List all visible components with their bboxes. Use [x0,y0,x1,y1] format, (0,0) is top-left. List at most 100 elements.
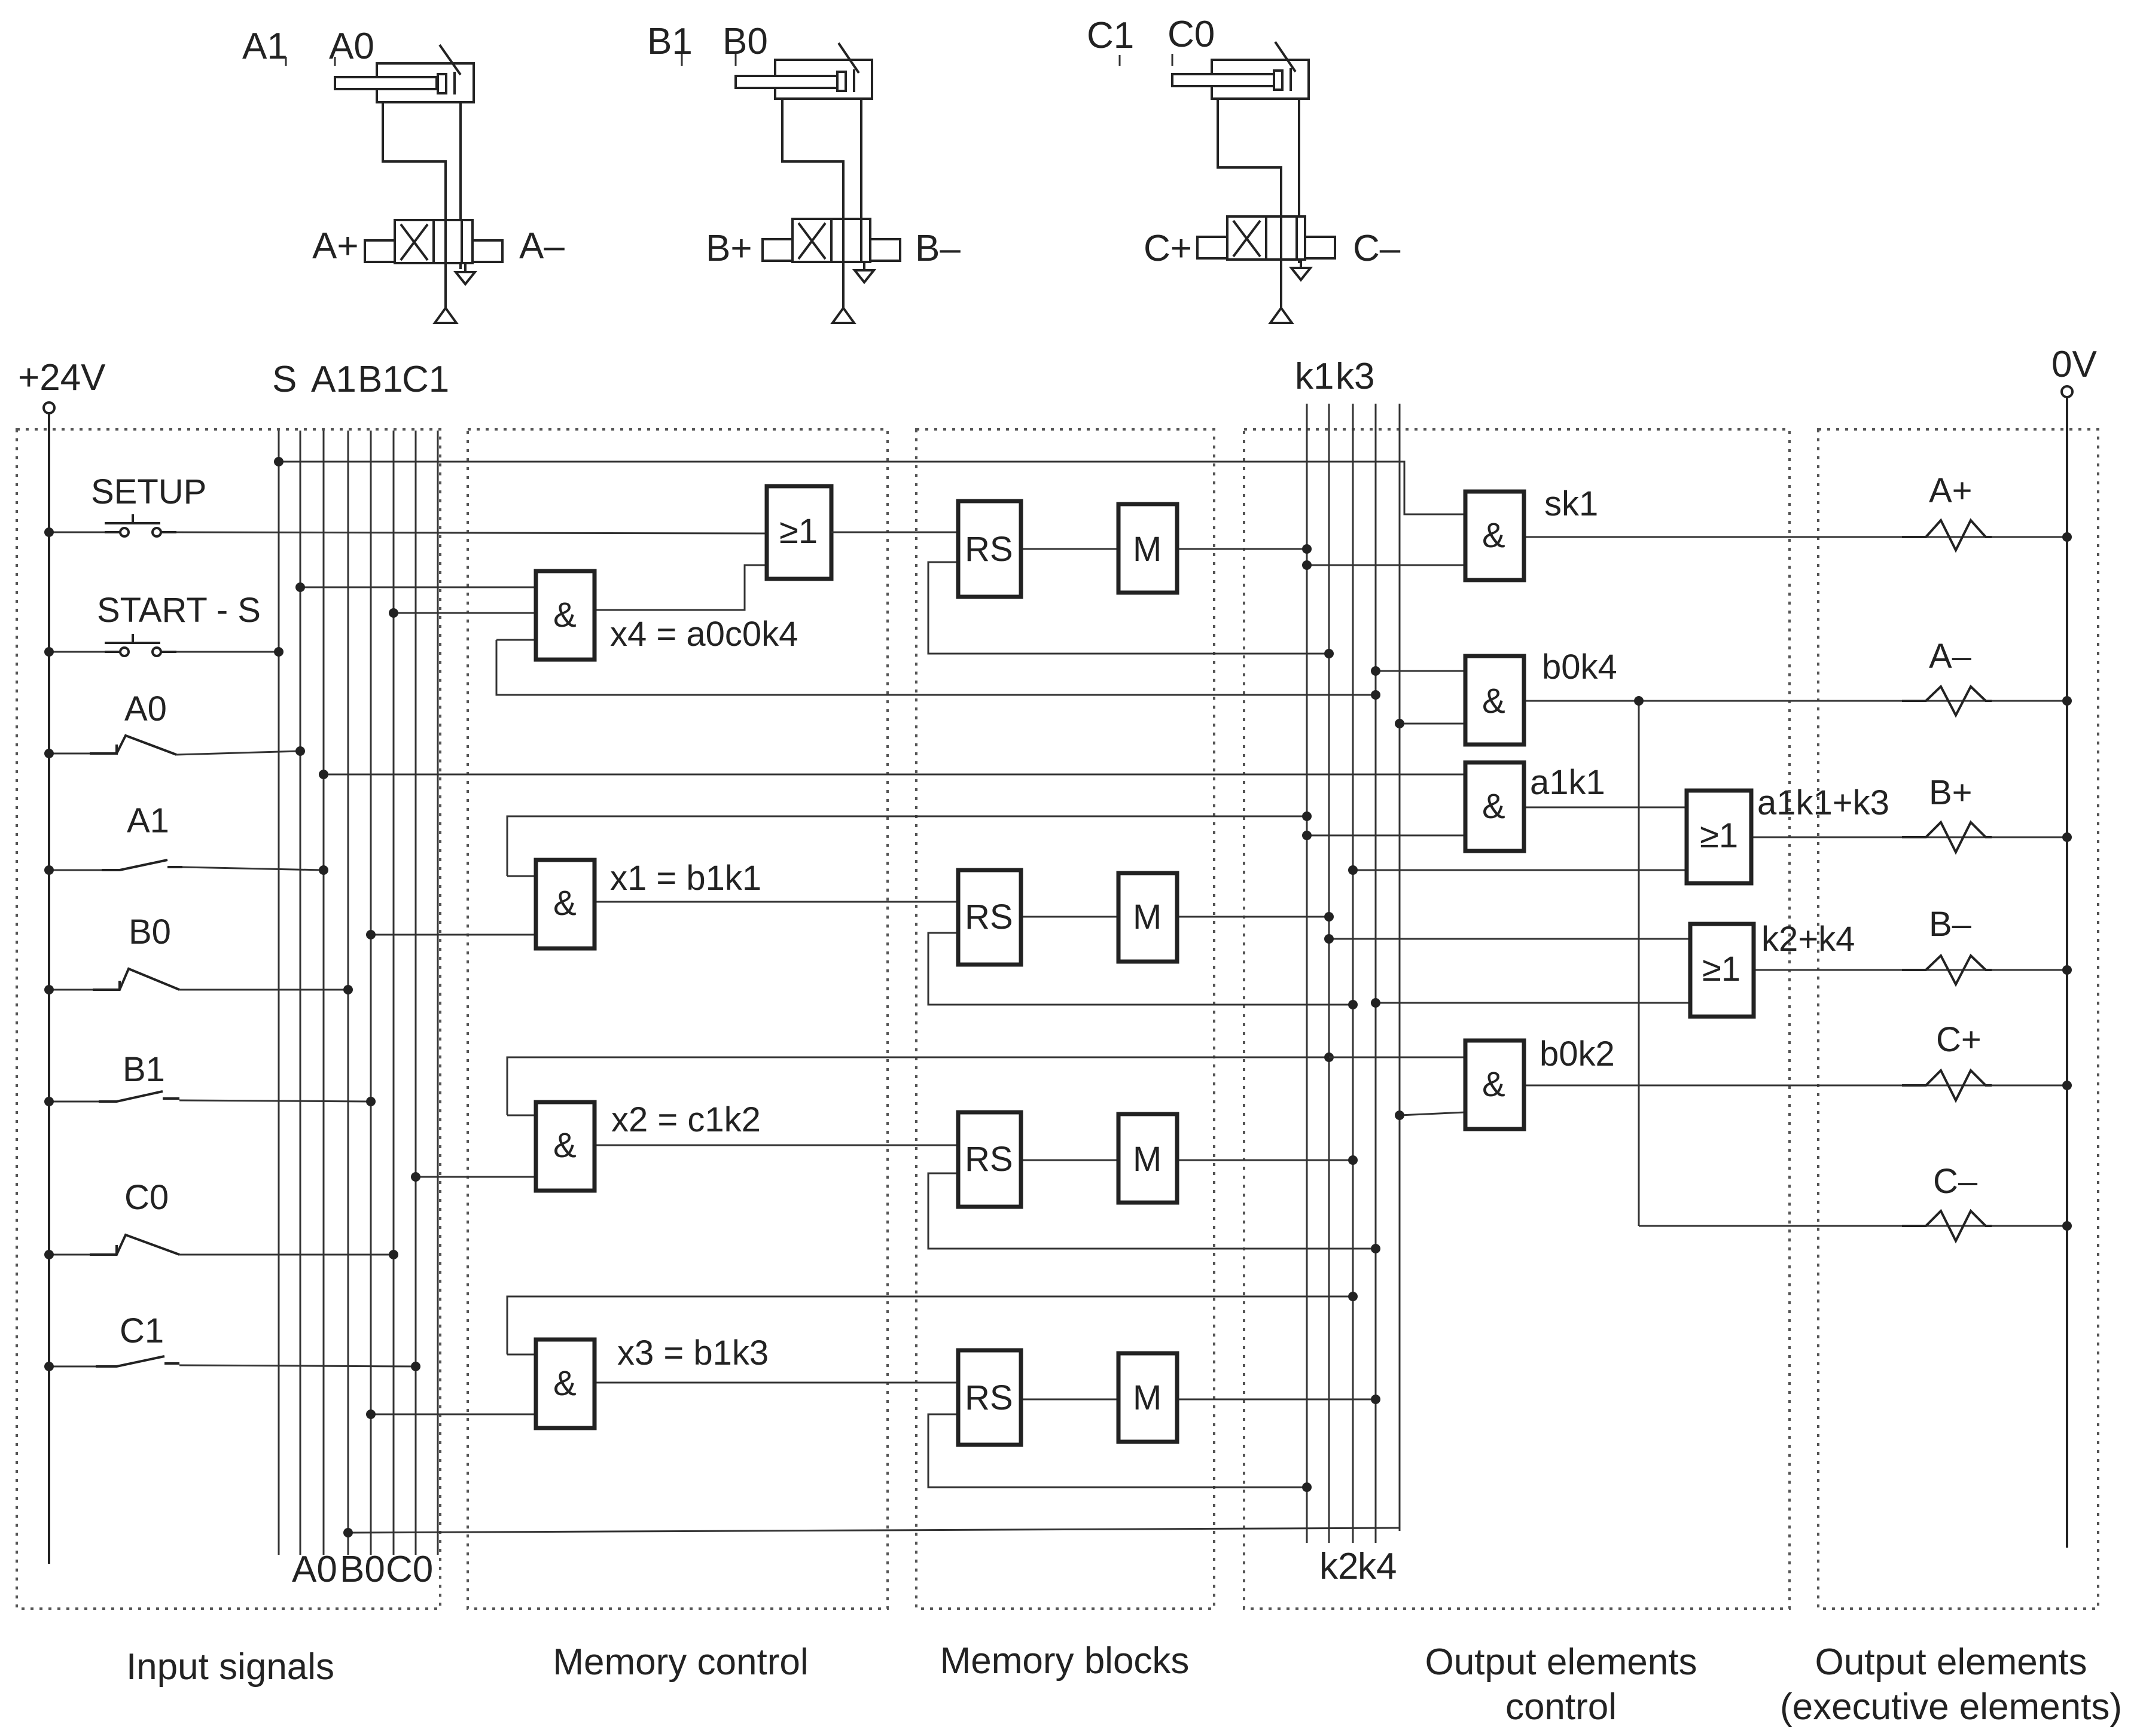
and-gate-x4: & [534,569,597,662]
input-a1-label: A1 [127,801,169,840]
cylinder-a-minus-label: A– [519,225,565,267]
solenoid-a-minus: A– [1902,637,1992,718]
solenoid-a-plus: A+ [1902,471,1992,553]
svg-text:RS: RS [965,898,1013,936]
sk1-label: sk1 [1544,484,1598,523]
input-setup: SETUP [49,472,767,538]
cylinder-a-sensor-0-label: A0 [329,26,374,67]
x4-equation-label: x4 = a0c0k4 [610,615,798,654]
valve-b-right-cell [830,218,871,263]
svg-text:&: & [1482,682,1505,721]
or-gate-setup: ≥1 [764,484,834,581]
input-a1: A1 [49,801,324,871]
cylinder-a-rod [334,76,438,90]
b0k2-label: b0k2 [1540,1035,1615,1073]
bus-label-a0: A0 [292,1549,337,1590]
bus-label-k1: k1 [1295,356,1334,397]
bus-label-k2: k2 [1319,1546,1358,1587]
k2-k4-label: k2+k4 [1761,920,1855,959]
svg-text:RS: RS [965,1140,1013,1179]
b0k4-label: b0k4 [1542,648,1617,687]
svg-text:B+: B+ [1929,773,1973,812]
svg-text:&: & [1482,1065,1505,1104]
section-memory-blocks-caption: Memory blocks [940,1640,1190,1682]
cylinder-b-rod [734,75,839,89]
input-c1-label: C1 [120,1311,164,1350]
x1-equation-label: x1 = b1k1 [610,859,761,898]
valve-c-left-cell [1226,215,1267,261]
and-gate-b0k4: & [1463,654,1526,747]
memory-blocks-group [915,428,1215,1610]
m-block-2: M [1116,871,1179,964]
x2-equation-label: x2 = c1k2 [611,1100,761,1139]
memory-control-group [467,428,889,1610]
cylinder-c-plus-label: C+ [1144,228,1192,269]
svg-text:≥1: ≥1 [1702,950,1740,988]
svg-text:A–: A– [1929,637,1972,676]
cylinder-b-sensor-0-label: B0 [723,21,768,62]
m-block-1: M [1116,502,1179,595]
cylinder-c-minus-label: C– [1353,228,1401,269]
bus-label-b1: B1 [358,359,403,400]
svg-text:M: M [1133,1140,1162,1179]
svg-text:C–: C– [1933,1162,1978,1201]
cylinder-c-sensor-0-label: C0 [1167,14,1215,55]
svg-text:M: M [1133,530,1162,569]
input-c0-label: C0 [124,1178,169,1217]
svg-text:&: & [553,884,577,923]
rs-block-2: RS [956,868,1023,967]
and-gate-x2: & [534,1100,597,1193]
section-output-control-caption-line1: Output elements [1425,1642,1697,1683]
svg-text:M: M [1133,1378,1162,1417]
bus-label-s: S [272,359,297,400]
section-memory-control-caption: Memory control [553,1642,808,1683]
memory-control-wiring [279,460,1465,1534]
input-c0: C0 [49,1178,394,1256]
m-block-3: M [1116,1112,1179,1205]
rs-block-3: RS [956,1110,1023,1209]
a1k1-label: a1k1 [1530,763,1605,802]
input-signals-group [16,428,441,1610]
input-junction-dots [44,527,420,1371]
memory-blocks-wiring [831,531,1376,1488]
svg-text:A+: A+ [1929,471,1973,510]
input-setup-label: SETUP [91,472,206,511]
cylinder-b: B1 B0 B+ B– [647,21,961,324]
input-b1: B1 [49,1050,371,1103]
bus-label-b0: B0 [340,1549,385,1590]
svg-text:C+: C+ [1936,1020,1982,1059]
solenoid-c-plus: C+ [1902,1020,1992,1103]
output-control-wiring [324,536,2067,1227]
memory-blocks-dots [1302,544,1380,1492]
solenoid-c-minus: C– [1902,1162,1992,1244]
or-gate-k2-k4: ≥1 [1688,922,1756,1019]
svg-text:&: & [1482,787,1505,826]
x3-equation-label: x3 = b1k3 [617,1334,769,1372]
k-signal-bus [1306,404,1401,1543]
valve-a-right-cell [432,219,474,264]
rs-block-1: RS [956,499,1023,599]
a1k1-k3-label: a1k1+k3 [1757,783,1889,822]
zero-v-label: 0V [2051,344,2097,385]
and-gate-a1k1: & [1463,760,1526,853]
and-gate-b0k2: & [1463,1038,1526,1131]
bus-label-k3: k3 [1336,356,1374,397]
section-output-exec-caption-line2: (executive elements) [1780,1686,2122,1728]
input-signal-bus [278,431,439,1555]
svg-text:B–: B– [1929,905,1972,944]
input-start-label: START - S [97,591,261,630]
section-input-signals-caption: Input signals [126,1646,334,1688]
output-control-group [1243,428,1791,1610]
svg-text:&: & [553,596,577,634]
cylinder-b-plus-label: B+ [706,228,752,269]
input-a0-label: A0 [124,689,167,728]
svg-text:RS: RS [965,530,1013,569]
bus-label-a1: A1 [311,359,356,400]
cylinder-b-sensor-1-label: B1 [647,21,693,62]
m-block-4: M [1116,1351,1179,1444]
and-gate-sk1: & [1463,489,1526,582]
cylinder-c-sensor-1-label: C1 [1087,15,1134,56]
rs-block-4: RS [956,1348,1023,1447]
cylinder-c: C1 C0 C+ C– [1087,14,1401,324]
